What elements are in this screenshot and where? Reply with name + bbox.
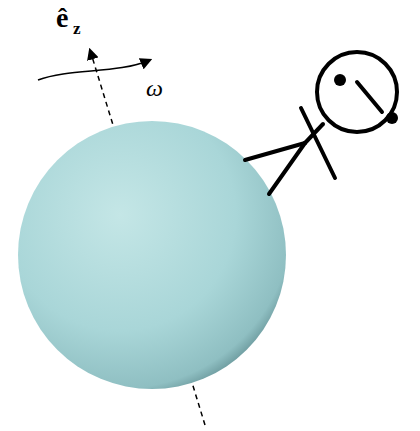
axis-vector-label: ê — [56, 4, 68, 32]
rotation-arrow — [38, 60, 150, 80]
angular-velocity-label: ω — [146, 76, 163, 100]
axis-subscript: z — [73, 20, 81, 37]
stick-figure — [245, 52, 398, 194]
